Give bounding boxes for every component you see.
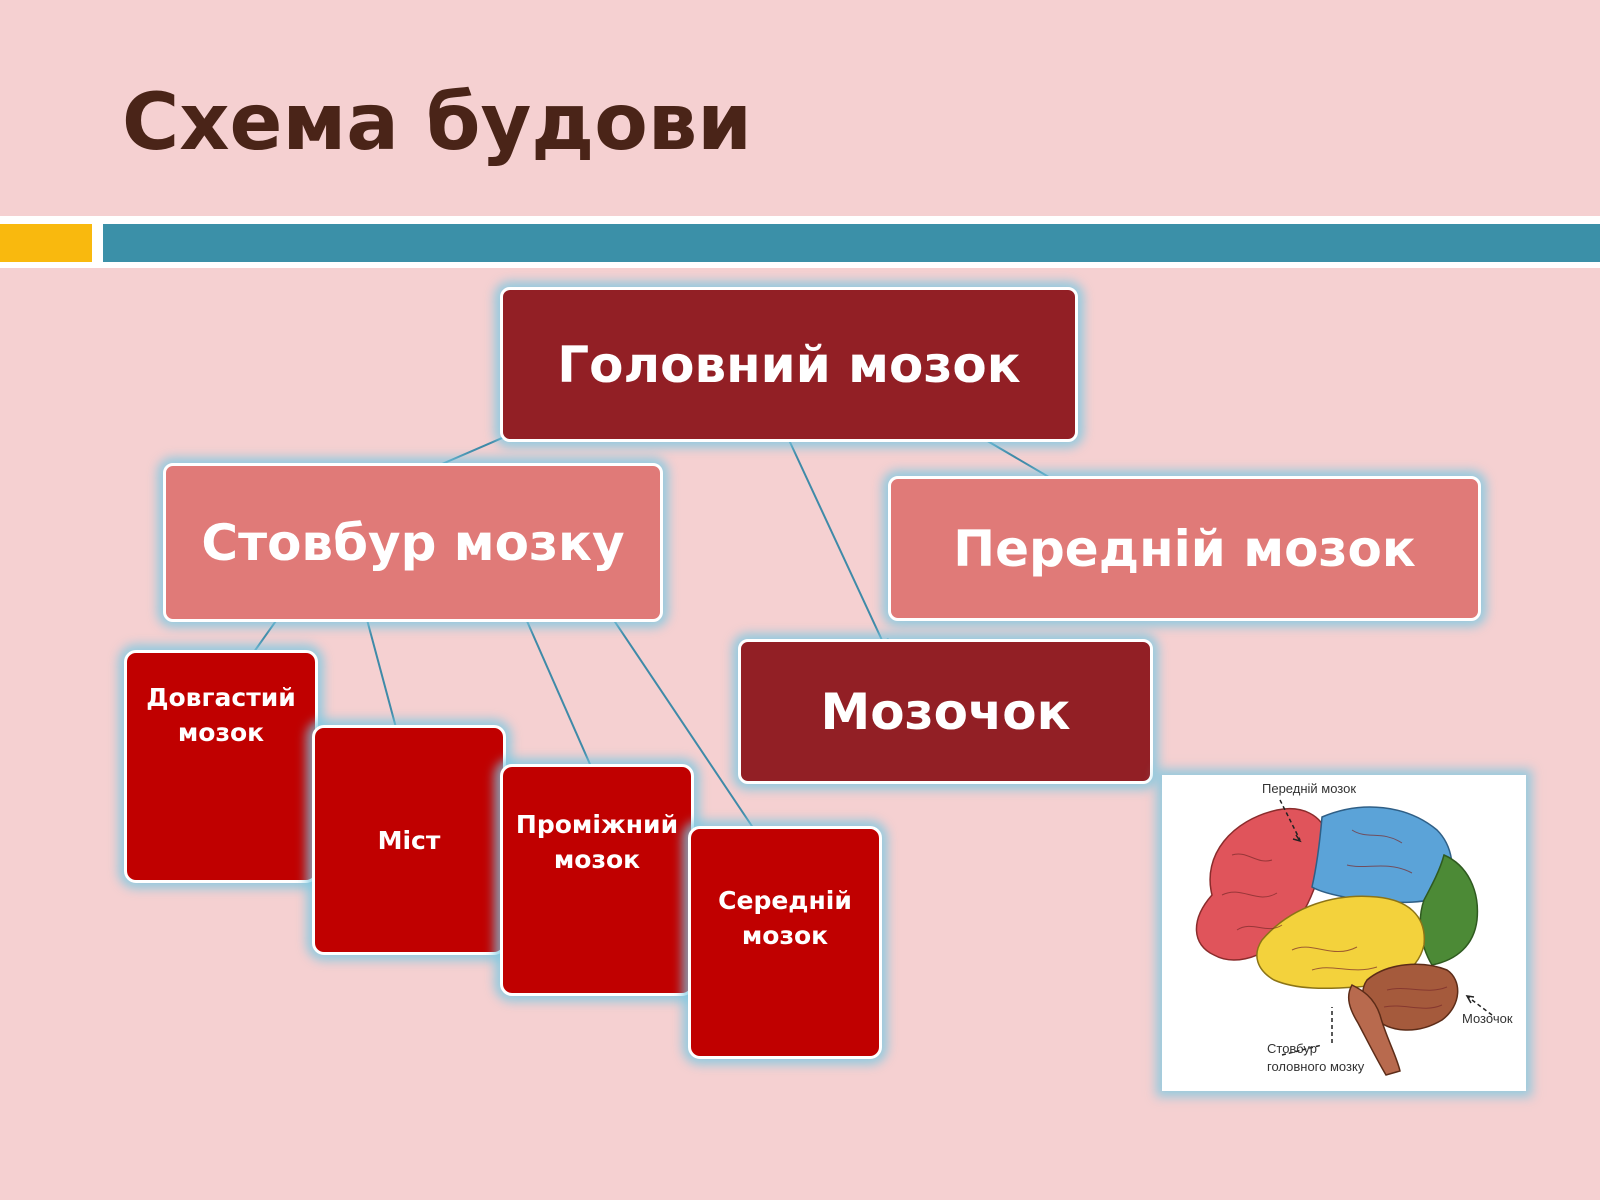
node-brainstem-label: Стовбур мозку	[201, 513, 625, 572]
node-pons-label: Міст	[377, 825, 441, 855]
brain-stem	[1347, 984, 1401, 1076]
node-medulla: Довгастий мозок	[124, 650, 318, 883]
node-interbrain-label: Проміжний мозок	[515, 810, 679, 874]
node-medulla-label: Довгастий мозок	[146, 682, 296, 747]
header-accent-bar	[0, 224, 92, 262]
figure-label-stem-line1: Стовбур	[1267, 1041, 1317, 1056]
figure-label-stem-line2: головного мозку	[1267, 1059, 1365, 1074]
node-interbrain: Проміжний мозок	[500, 764, 694, 996]
node-brain: Головний мозок	[500, 287, 1078, 442]
arrow-brain-to-cerebellum	[775, 411, 887, 651]
figure-label-forebrain: Передній мозок	[1262, 781, 1356, 796]
node-cerebellum-label: Мозочок	[820, 682, 1071, 741]
figure-label-cerebellum: Мозочок	[1462, 1011, 1513, 1026]
node-midbrain-label: Середній мозок	[718, 885, 852, 950]
node-brain-label: Головний мозок	[557, 335, 1021, 394]
node-brainstem: Стовбур мозку	[163, 463, 663, 622]
node-forebrain-label: Передній мозок	[953, 519, 1416, 578]
brain-illustration: Передній мозок Мозочок Стовбур головного…	[1162, 775, 1526, 1091]
node-midbrain: Середній мозок	[688, 826, 882, 1059]
node-pons: Міст	[312, 725, 506, 955]
page-title: Схема будови	[122, 78, 752, 168]
node-cerebellum: Мозочок	[738, 639, 1153, 784]
header-main-bar	[103, 224, 1600, 262]
node-forebrain: Передній мозок	[888, 476, 1481, 621]
